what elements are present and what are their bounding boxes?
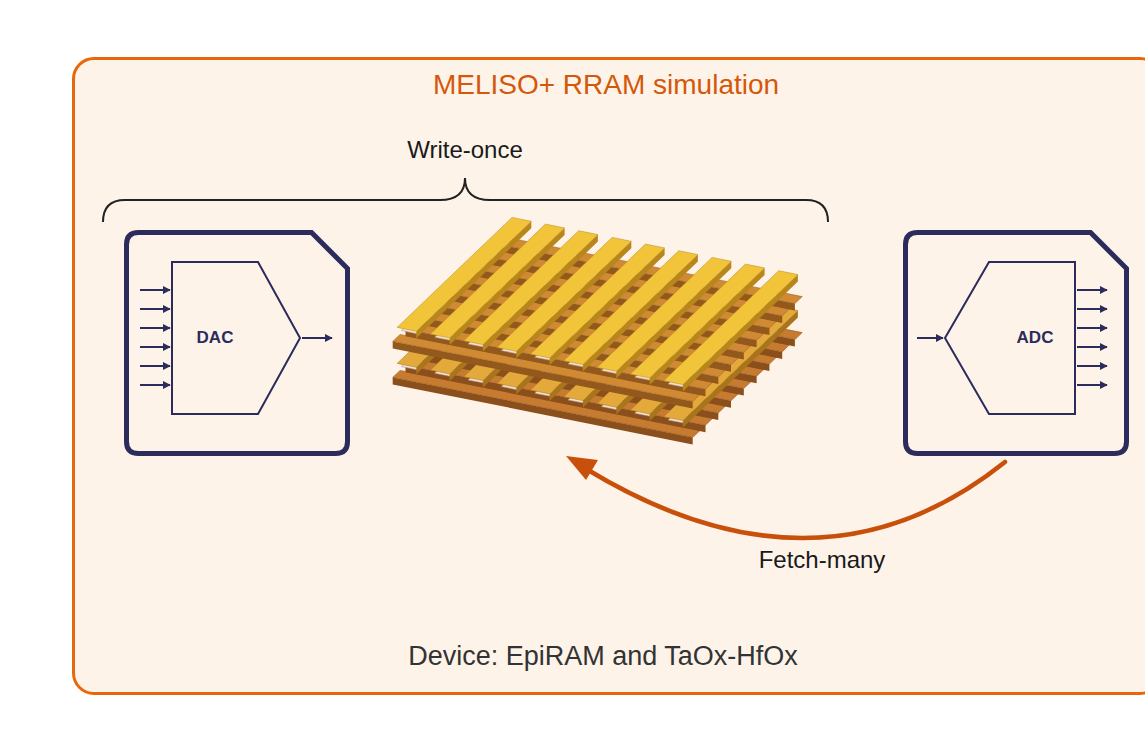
write-once-bracket <box>103 178 828 222</box>
fetch-arrow <box>588 462 1005 538</box>
signal-arrow <box>140 327 170 329</box>
converter-outline <box>124 230 350 456</box>
converter-box: ADC <box>903 230 1129 456</box>
converter-box: DAC <box>124 230 350 456</box>
adc-symbol <box>945 262 1075 414</box>
signal-arrow <box>917 337 943 339</box>
signal-arrow <box>1077 289 1107 291</box>
crossbar-array <box>393 217 803 444</box>
signal-arrow <box>1077 327 1107 329</box>
simulation-panel: DAC ADC MELISO+ RRAM simulationDevice: Epi… <box>72 57 1145 695</box>
converter-outline <box>903 230 1129 456</box>
box-border <box>127 233 348 454</box>
bracket-label: Write-once <box>407 136 523 164</box>
converter-label: ADC <box>1017 328 1054 348</box>
box-border <box>906 233 1127 454</box>
signal-arrow <box>1077 365 1107 367</box>
signal-arrow <box>140 365 170 367</box>
signal-arrow <box>1077 384 1107 386</box>
signal-arrow <box>140 289 170 291</box>
electrode-side <box>683 275 798 392</box>
signal-arrow <box>140 384 170 386</box>
signal-arrow <box>1077 346 1107 348</box>
fetch-arrowhead <box>566 456 598 480</box>
device-caption: Device: EpiRAM and TaOx-HfOx <box>408 641 798 672</box>
converter-label: DAC <box>197 328 234 348</box>
arrow-label: Fetch-many <box>759 546 886 574</box>
panel-title: MELISO+ RRAM simulation <box>433 69 779 101</box>
signal-arrow <box>302 337 332 339</box>
signal-arrow <box>140 346 170 348</box>
signal-arrow <box>140 308 170 310</box>
dac-symbol <box>172 262 300 414</box>
signal-arrow <box>1077 308 1107 310</box>
electrode-bar <box>664 271 798 385</box>
